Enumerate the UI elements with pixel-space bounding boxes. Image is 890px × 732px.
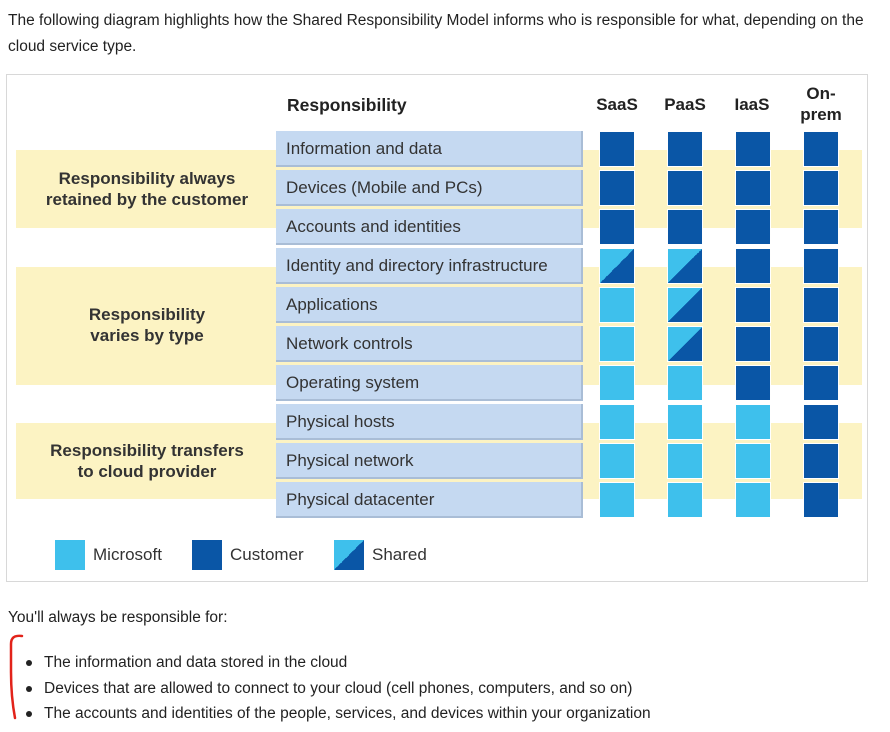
cell-saas-microsoft: [599, 365, 635, 401]
cell-onprem-customer: [803, 443, 839, 479]
cell-onprem-customer: [803, 248, 839, 284]
cell-saas-customer: [599, 170, 635, 206]
column-header-iaas: IaaS: [734, 94, 770, 114]
cell-iaas-customer: [735, 170, 771, 206]
legend-swatch-customer: [192, 540, 222, 570]
cell-saas-microsoft: [599, 404, 635, 440]
row-label: Physical hosts: [276, 404, 583, 440]
cell-paas-microsoft: [667, 482, 703, 518]
bullet-icon: [26, 711, 32, 717]
legend-swatch-shared: [334, 540, 364, 570]
row-label: Operating system: [276, 365, 583, 401]
list-item: Devices that are allowed to connect to y…: [26, 676, 651, 702]
cell-paas-microsoft: [667, 365, 703, 401]
cell-iaas-customer: [735, 365, 771, 401]
bullet-icon: [26, 660, 32, 666]
cell-saas-microsoft: [599, 326, 635, 362]
cell-saas-shared: [599, 248, 635, 284]
legend-label-microsoft: Microsoft: [93, 545, 162, 564]
cell-iaas-microsoft: [735, 443, 771, 479]
cell-paas-microsoft: [667, 404, 703, 440]
responsibility-list: The information and data stored in the c…: [26, 650, 651, 727]
cell-iaas-customer: [735, 209, 771, 245]
cell-saas-microsoft: [599, 443, 635, 479]
legend-microsoft: Microsoft: [55, 540, 162, 570]
responsibility-header: Responsibility: [287, 95, 407, 115]
row-label: Accounts and identities: [276, 209, 583, 245]
legend-label-shared: Shared: [372, 545, 427, 564]
cell-onprem-customer: [803, 170, 839, 206]
intro-paragraph: The following diagram highlights how the…: [8, 12, 864, 55]
row-label: Physical network: [276, 443, 583, 479]
row-label: Network controls: [276, 326, 583, 362]
cell-onprem-customer: [803, 404, 839, 440]
column-header-paas: PaaS: [664, 94, 706, 114]
cell-paas-customer: [667, 131, 703, 167]
cell-onprem-customer: [803, 131, 839, 167]
cell-paas-shared: [667, 326, 703, 362]
group-label-varies: Responsibility varies by type: [88, 305, 206, 345]
always-responsible-text: You'll always be responsible for:: [8, 609, 228, 626]
shared-responsibility-diagram: Responsibility always retained by the cu…: [6, 74, 868, 582]
list-item: The information and data stored in the c…: [26, 650, 651, 676]
legend-label-customer: Customer: [230, 545, 304, 564]
legend-swatch-microsoft: [55, 540, 85, 570]
cell-onprem-customer: [803, 326, 839, 362]
bullet-icon: [26, 685, 32, 692]
cell-saas-microsoft: [599, 482, 635, 518]
column-header-saas: SaaS: [596, 94, 638, 114]
cell-iaas-customer: [735, 326, 771, 362]
row-label: Devices (Mobile and PCs): [276, 170, 583, 206]
row-label: Applications: [276, 287, 583, 323]
list-item-text: The information and data stored in the c…: [44, 654, 348, 671]
group-label-provider: Responsibility transfers to cloud provid…: [50, 441, 244, 481]
cell-onprem-customer: [803, 209, 839, 245]
list-item-text: The accounts and identities of the peopl…: [44, 705, 651, 722]
cell-iaas-customer: [735, 131, 771, 167]
column-header-onprem: On- prem: [800, 84, 842, 124]
red-bracket-annotation: [9, 634, 24, 720]
cell-onprem-customer: [803, 482, 839, 518]
row-label: Physical datacenter: [276, 482, 583, 518]
cell-onprem-customer: [803, 287, 839, 323]
legend-customer: Customer: [192, 540, 304, 570]
cell-saas-customer: [599, 131, 635, 167]
cell-iaas-microsoft: [735, 482, 771, 518]
cell-saas-microsoft: [599, 287, 635, 323]
cell-paas-microsoft: [667, 443, 703, 479]
list-item: The accounts and identities of the peopl…: [26, 701, 651, 727]
list-item-text: Devices that are allowed to connect to y…: [44, 679, 633, 697]
cell-paas-shared: [667, 248, 703, 284]
group-label-customer: Responsibility always retained by the cu…: [45, 169, 249, 209]
cell-saas-customer: [599, 209, 635, 245]
cell-paas-customer: [667, 170, 703, 206]
row-label: Identity and directory infrastructure: [276, 248, 583, 284]
cell-iaas-customer: [735, 248, 771, 284]
cell-paas-shared: [667, 287, 703, 323]
cell-iaas-customer: [735, 287, 771, 323]
cell-paas-customer: [667, 209, 703, 245]
legend-shared: Shared: [334, 540, 427, 570]
cell-iaas-microsoft: [735, 404, 771, 440]
cell-onprem-customer: [803, 365, 839, 401]
row-label: Information and data: [276, 131, 583, 167]
